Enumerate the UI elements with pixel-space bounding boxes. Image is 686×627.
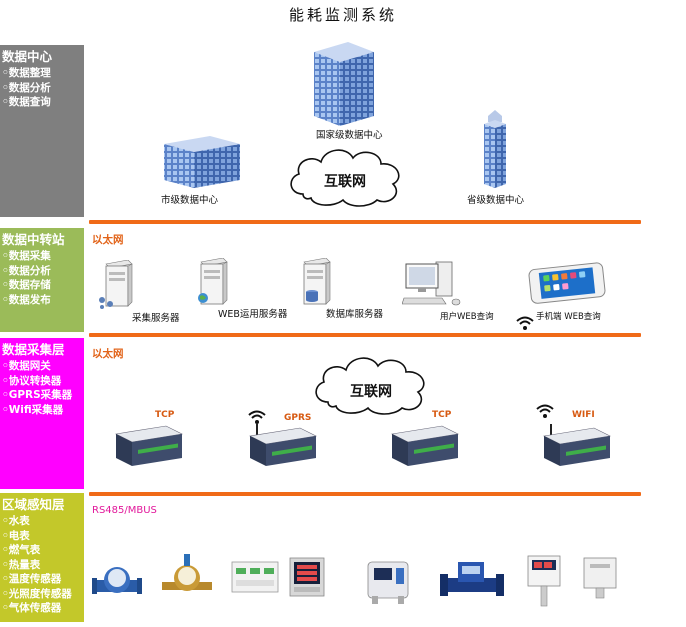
tier-item: ◦数据发布 bbox=[2, 293, 51, 306]
tier-data-center: 数据中心 ◦数据整理 ◦数据分析 ◦数据查询 bbox=[0, 45, 84, 217]
separator-bar bbox=[89, 492, 641, 496]
protocol-label: TCP bbox=[432, 410, 452, 420]
relay-device-label: 手机端 WEB查询 bbox=[536, 312, 601, 322]
tier-item: ◦数据查询 bbox=[2, 96, 51, 108]
protocol-label: TCP bbox=[155, 410, 175, 420]
ethernet-label: 以太网 bbox=[92, 348, 124, 360]
tier-item: ◦数据采集 bbox=[2, 250, 51, 262]
water-meter-icon bbox=[92, 567, 142, 594]
wifi-icon bbox=[516, 316, 534, 330]
tier-item: ◦温度传感器 bbox=[2, 573, 62, 585]
internet-label: 互联网 bbox=[324, 174, 366, 190]
internet-label: 互联网 bbox=[350, 384, 392, 400]
heat-meter-icon bbox=[289, 557, 325, 597]
page-title: 能耗监测系统 bbox=[288, 6, 397, 24]
separator-bar bbox=[89, 333, 641, 337]
tier-item: ◦数据整理 bbox=[2, 67, 51, 79]
relay-device-label: WEB运用服务器 bbox=[218, 309, 288, 320]
tier-item: ◦数据网关 bbox=[2, 360, 51, 372]
wifi-collector-icon bbox=[543, 424, 611, 466]
light-sensor-icon bbox=[583, 557, 617, 599]
national-building-icon bbox=[314, 42, 374, 126]
tier-collection: 数据采集层 ◦数据网关 ◦协议转换器 ◦GPRS采集器 ◦Wifi采集器 bbox=[0, 338, 84, 489]
collection-server-icon bbox=[99, 260, 133, 309]
heat-meter-icon bbox=[440, 562, 504, 596]
national-data-center-label: 国家级数据中心 bbox=[316, 130, 383, 141]
province-building-icon bbox=[484, 110, 506, 188]
bus-label: RS485/MBUS bbox=[92, 505, 157, 516]
tier-sensing: 区域感知层 ◦水表 ◦电表 ◦燃气表 ◦热量表 ◦温度传感器 ◦光照度传感器 ◦… bbox=[0, 493, 84, 622]
water-meter-icon bbox=[162, 554, 212, 591]
tier-heading: 数据中心 bbox=[2, 49, 53, 64]
tier-relay-station: 数据中转站 ◦数据采集 ◦数据分析 ◦数据存储 ◦数据发布 bbox=[0, 228, 84, 332]
web-server-icon bbox=[198, 258, 228, 305]
gas-meter-icon bbox=[367, 561, 409, 604]
ethernet-label: 以太网 bbox=[92, 234, 124, 246]
relay-device-label: 采集服务器 bbox=[132, 313, 180, 324]
protocol-label: WIFI bbox=[572, 410, 595, 420]
tier-item: ◦电表 bbox=[2, 529, 30, 542]
tier-heading: 区域感知层 bbox=[2, 497, 65, 512]
tier-item: ◦热量表 bbox=[2, 558, 41, 571]
smartphone-icon bbox=[528, 262, 606, 304]
wifi-icon bbox=[248, 410, 266, 424]
protocol-label: GPRS bbox=[284, 413, 312, 423]
tier-item: ◦协议转换器 bbox=[2, 374, 62, 387]
tcp-gateway-icon bbox=[115, 425, 183, 466]
tier-item: ◦光照度传感器 bbox=[2, 587, 72, 600]
internet-cloud-icon bbox=[290, 149, 400, 207]
separator-bar bbox=[89, 220, 641, 224]
relay-device-label: 数据库服务器 bbox=[326, 309, 384, 320]
temperature-sensor-icon bbox=[527, 555, 561, 607]
wifi-icon bbox=[536, 404, 554, 418]
relay-device-label: 用户WEB查询 bbox=[440, 312, 494, 322]
city-building-icon bbox=[164, 136, 240, 188]
internet-cloud-icon bbox=[315, 357, 425, 415]
database-server-icon bbox=[303, 258, 331, 305]
province-data-center-label: 省级数据中心 bbox=[467, 195, 525, 206]
city-data-center-label: 市级数据中心 bbox=[161, 195, 219, 206]
tier-item: ◦GPRS采集器 bbox=[2, 389, 73, 401]
tier-item: ◦水表 bbox=[2, 515, 30, 527]
desktop-pc-icon bbox=[402, 261, 461, 306]
tier-heading: 数据中转站 bbox=[2, 232, 65, 247]
tier-heading: 数据采集层 bbox=[2, 342, 65, 357]
gprs-collector-icon bbox=[249, 424, 317, 466]
tier-item: ◦数据分析 bbox=[2, 264, 51, 277]
tier-item: ◦数据分析 bbox=[2, 81, 51, 94]
tier-item: ◦Wifi采集器 bbox=[2, 403, 64, 416]
tier-item: ◦数据存储 bbox=[2, 279, 51, 291]
tier-item: ◦气体传感器 bbox=[2, 602, 62, 614]
tier-item: ◦燃气表 bbox=[2, 544, 41, 556]
tcp-gateway-icon bbox=[391, 425, 459, 466]
electric-meter-icon bbox=[231, 561, 279, 593]
